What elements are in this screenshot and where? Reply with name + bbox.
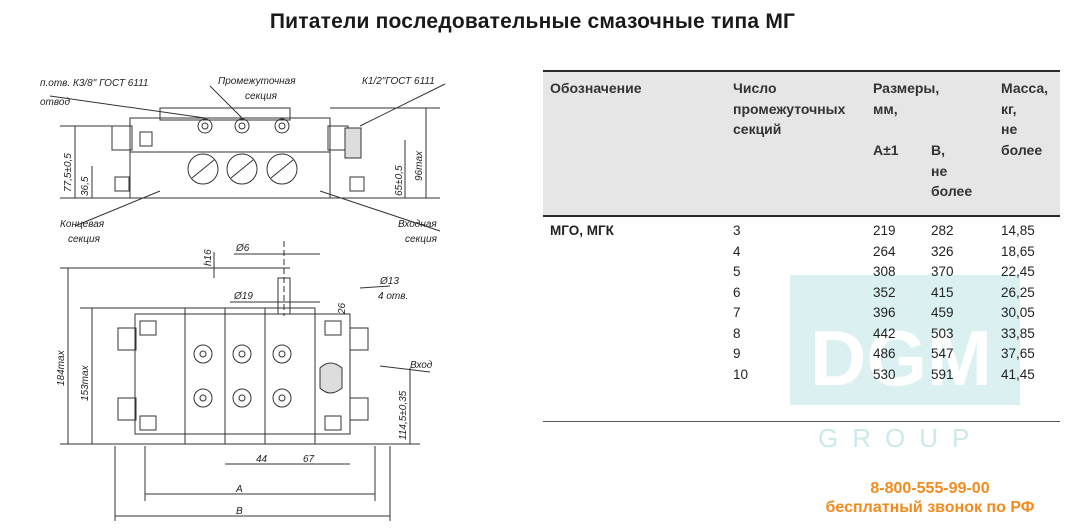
mass-cell: 41,45	[1001, 366, 1035, 382]
table-bottom-rule	[543, 421, 1060, 422]
b-cell: 282	[931, 223, 954, 238]
table-row: 4 264 326 18,65	[543, 242, 1060, 263]
dim-36: 36,5	[80, 176, 91, 196]
b-cell: 547	[931, 346, 954, 361]
logo-main: DGM	[810, 314, 992, 402]
b-cell: 370	[931, 264, 954, 279]
model-cell: МГО, МГК	[550, 223, 614, 238]
contact-block: 8-800-555-99-00 бесплатный звонок по РФ	[800, 479, 1060, 517]
page-title: Питатели последовательные смазочные типа…	[269, 10, 796, 33]
b-cell: 415	[931, 284, 954, 300]
dim-44: 44	[256, 454, 268, 465]
spec-table-body: МГО, МГК 3 219 282 14,85 4 264 326 18,65…	[543, 217, 1060, 425]
dim-B: B	[236, 506, 243, 517]
label-hole-thread: п.отв. К3/8" ГОСТ 6111	[40, 78, 149, 89]
b-cell: 326	[931, 243, 954, 259]
mass-cell: 33,85	[1001, 325, 1035, 341]
header-sections: Число промежуточных секций	[733, 78, 845, 140]
header-sections-line3: секций	[733, 121, 782, 137]
a-cell: 308	[873, 264, 896, 279]
mass-cell: 18,65	[1001, 243, 1035, 259]
table-row: 6 352 415 26,25	[543, 283, 1060, 304]
label-inlet-thread: К1/2"ГОСТ 6111	[362, 76, 435, 87]
header-mass-line3: не	[1001, 121, 1018, 137]
phone-note: бесплатный звонок по РФ	[825, 499, 1035, 516]
sections-cell: 3	[733, 223, 741, 238]
header-mass-line1: Масса,	[1001, 80, 1049, 96]
mass-cell: 30,05	[1001, 305, 1035, 320]
label-end-section-2: секция	[68, 234, 101, 245]
logo-sub: GROUP	[818, 423, 983, 453]
dim-67: 67	[303, 454, 315, 465]
spec-table: Обозначение Число промежуточных секций Р…	[543, 70, 1060, 425]
dim-184: 184max	[56, 349, 67, 386]
header-b-line1: B,	[931, 142, 945, 158]
a-cell: 396	[873, 305, 896, 320]
b-cell: 503	[931, 325, 954, 341]
header-b-line3: более	[931, 183, 973, 199]
header-b-line2: не	[931, 162, 948, 179]
a-cell: 352	[873, 284, 896, 300]
sections-cell: 7	[733, 305, 741, 320]
a-cell: 264	[873, 243, 896, 259]
a-cell: 219	[873, 223, 896, 238]
header-sections-line1: Число	[733, 80, 777, 96]
technical-drawing: п.отв. К3/8" ГОСТ 6111 отвод Промежуточн…	[40, 76, 446, 521]
spec-table-header: Обозначение Число промежуточных секций Р…	[543, 70, 1060, 217]
dim-26: 26	[337, 302, 348, 315]
table-row: 5 308 370 22,45	[543, 262, 1060, 283]
header-sizes: Размеры, мм,	[873, 78, 939, 119]
dim-6: Ø6	[235, 243, 250, 254]
dgm-logo: DGM GROUP	[790, 275, 1020, 453]
dim-153: 153max	[80, 364, 91, 401]
label-inlet: Вход	[410, 360, 433, 371]
sections-cell: 8	[733, 325, 741, 341]
sections-cell: 9	[733, 346, 741, 361]
dim-h16: h16	[203, 249, 214, 266]
dim-77: 77,5±0,5	[63, 153, 74, 192]
header-sizes-line2: мм,	[873, 100, 898, 117]
label-end-section: Концевая	[60, 219, 105, 230]
table-row: 10 530 591 41,45	[543, 365, 1060, 386]
mass-cell: 37,65	[1001, 346, 1035, 361]
b-cell: 459	[931, 305, 954, 320]
sections-cell: 4	[733, 243, 741, 259]
mass-cell: 14,85	[1001, 223, 1035, 238]
a-cell: 486	[873, 346, 896, 361]
label-intermediate: Промежуточная	[218, 76, 296, 87]
dim-19: Ø19	[233, 291, 253, 302]
dim-96: 96max	[414, 150, 425, 181]
dim-114: 114,5±0,35	[398, 390, 409, 440]
dim-13: Ø13	[379, 276, 399, 287]
a-cell: 530	[873, 366, 896, 382]
header-mass-line4: более	[1001, 141, 1043, 158]
header-sizes-line1: Размеры,	[873, 80, 940, 96]
mass-cell: 22,45	[1001, 264, 1035, 279]
table-row: 8 442 503 33,85	[543, 324, 1060, 345]
sections-cell: 5	[733, 264, 741, 279]
header-mass: Масса, кг, не более	[1001, 78, 1048, 160]
b-cell: 591	[931, 366, 954, 382]
table-row: МГО, МГК 3 219 282 14,85	[543, 221, 1060, 242]
dim-65: 65±0,5	[394, 165, 405, 196]
header-b: B, не более	[931, 140, 972, 202]
table-row: 7 396 459 30,05	[543, 303, 1060, 324]
phone-number[interactable]: 8-800-555-99-00	[870, 480, 990, 497]
label-inlet-section: Входная	[398, 219, 437, 230]
header-mass-line2: кг,	[1001, 100, 1017, 117]
label-inlet-section-2: секция	[405, 234, 438, 245]
label-outlet: отвод	[40, 97, 70, 108]
header-a: A±1	[873, 142, 899, 158]
label-section: секция	[245, 91, 278, 102]
a-cell: 442	[873, 325, 896, 341]
header-designation: Обозначение	[550, 80, 642, 96]
label-holes-count: 4 отв.	[378, 291, 408, 302]
sections-cell: 10	[733, 366, 749, 382]
mass-cell: 26,25	[1001, 284, 1035, 300]
header-sections-line2: промежуточных	[733, 100, 846, 117]
table-row: 9 486 547 37,65	[543, 344, 1060, 365]
sections-cell: 6	[733, 284, 741, 300]
dim-A: A	[235, 484, 243, 495]
